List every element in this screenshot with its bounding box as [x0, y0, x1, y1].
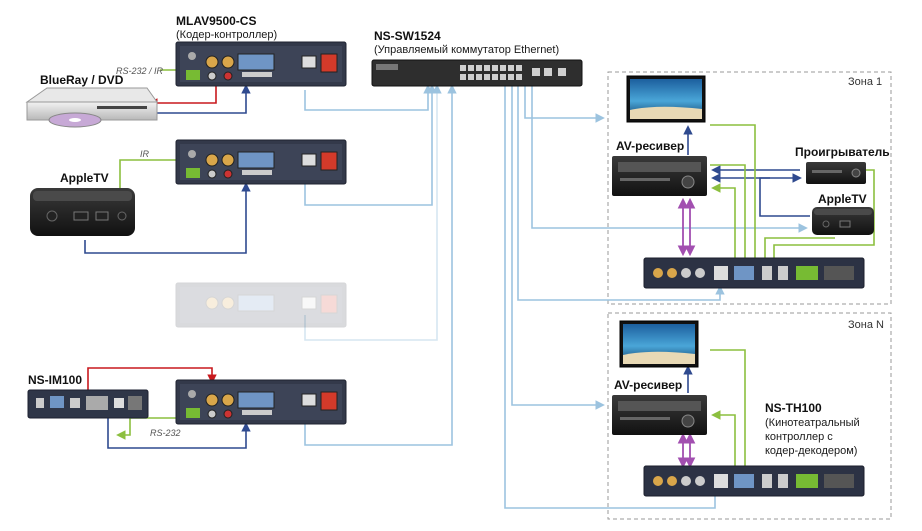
th100-title: NS-TH100 [765, 401, 822, 415]
tv-zone-1[interactable] [626, 75, 706, 123]
zone-1-frame [607, 71, 892, 305]
av-receiver-zone-n[interactable] [612, 395, 707, 435]
appletv-zone-label: AppleTV [818, 192, 867, 206]
ethernet-switch[interactable] [371, 59, 583, 87]
apple-tv-left[interactable] [30, 188, 135, 236]
player-zone-1[interactable] [806, 162, 866, 184]
th100-desc-1: (Кинотеатральный [765, 417, 860, 429]
apple-tv-zone-1[interactable] [812, 207, 874, 235]
video-links [84, 84, 810, 449]
im100-unit[interactable] [27, 389, 149, 419]
bluray-player[interactable] [25, 87, 158, 128]
encoder-subtitle: (Кодер-контроллер) [176, 29, 277, 41]
link-rs232: RS-232 [150, 428, 181, 438]
zone-n-frame [607, 312, 892, 520]
link-ir: IR [140, 149, 150, 159]
appletv-label: AppleTV [60, 171, 109, 185]
encoder-unit-1[interactable] [175, 41, 347, 87]
th100-desc-2: контроллер с [765, 431, 833, 443]
audio-links [677, 197, 696, 469]
encoder-unit-faded [175, 282, 347, 328]
av-receiver-label-zone-n: AV-ресивер [614, 378, 682, 392]
encoder-title: MLAV9500-CS [176, 14, 256, 28]
encoder-unit-2[interactable] [175, 139, 347, 185]
th100-zone-n[interactable] [643, 465, 865, 497]
th100-desc-3: кодер-декодером) [765, 445, 857, 457]
encoder-unit-4[interactable] [175, 379, 347, 425]
ir-links [87, 86, 217, 390]
bluray-label: BlueRay / DVD [40, 73, 124, 87]
ethernet-links [304, 84, 808, 509]
th100-zone-1[interactable] [643, 257, 865, 289]
zone-n-label: Зона N [848, 319, 884, 331]
tv-zone-n[interactable] [619, 320, 699, 368]
switch-title: NS-SW1524 [374, 29, 441, 43]
link-rs232-ir: RS-232 / IR [116, 66, 164, 76]
av-receiver-zone-1[interactable] [612, 156, 707, 196]
player-label: Проигрыватель [795, 145, 890, 159]
switch-subtitle: (Управляемый коммутатор Ethernet) [374, 44, 559, 56]
im100-label: NS-IM100 [28, 373, 82, 387]
zone-1-label: Зона 1 [848, 76, 882, 88]
av-receiver-label-zone-1: AV-ресивер [616, 139, 684, 153]
